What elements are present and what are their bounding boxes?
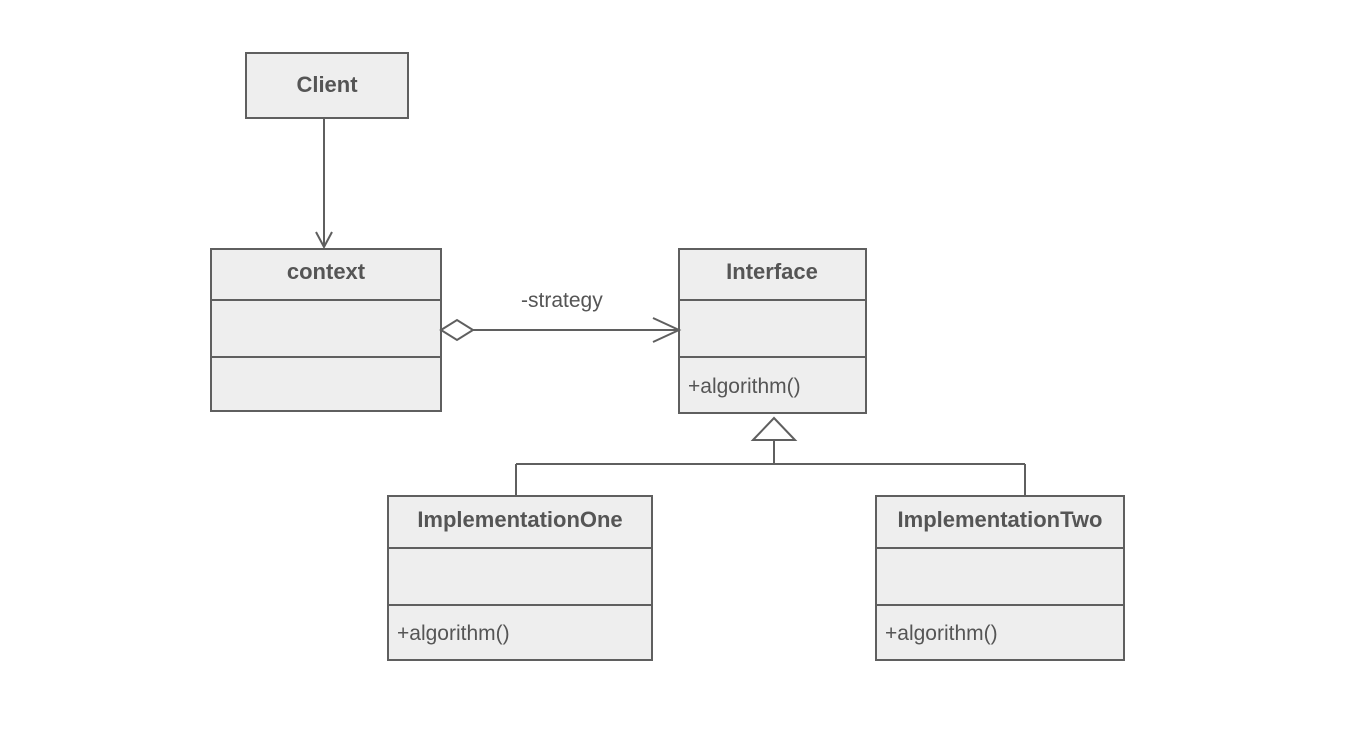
aggregation-diamond-icon [439,318,475,342]
open-arrowhead-icon [652,317,682,343]
inheritance-triangle-icon [750,416,798,441]
open-arrowhead-icon [315,231,333,250]
aggregation-context-to-interface: -strategy [439,289,682,343]
generalization-implementations-to-interface [515,416,1026,496]
class-implementation-two-box [875,495,1125,661]
class-implementation-two-name: ImplementationTwo [898,507,1103,532]
class-context-box [210,248,442,412]
class-implementation-one-box [387,495,653,661]
class-implementation-two-method: +algorithm() [885,622,998,645]
class-interface[interactable]: Interface +algorithm() [678,248,867,414]
class-interface-method: +algorithm() [688,375,801,398]
association-client-to-context [315,118,333,250]
class-implementation-one-method: +algorithm() [397,622,510,645]
class-context-name: context [287,259,366,284]
class-context[interactable]: context [210,248,442,412]
class-client-name: Client [296,72,358,97]
class-implementation-one[interactable]: ImplementationOne +algorithm() [387,495,653,661]
class-client[interactable]: Client [245,52,409,119]
class-implementation-one-name: ImplementationOne [417,507,622,532]
strategy-label: -strategy [521,289,603,312]
class-interface-name: Interface [726,259,818,284]
class-client-box [245,52,409,119]
class-implementation-two[interactable]: ImplementationTwo +algorithm() [875,495,1125,661]
